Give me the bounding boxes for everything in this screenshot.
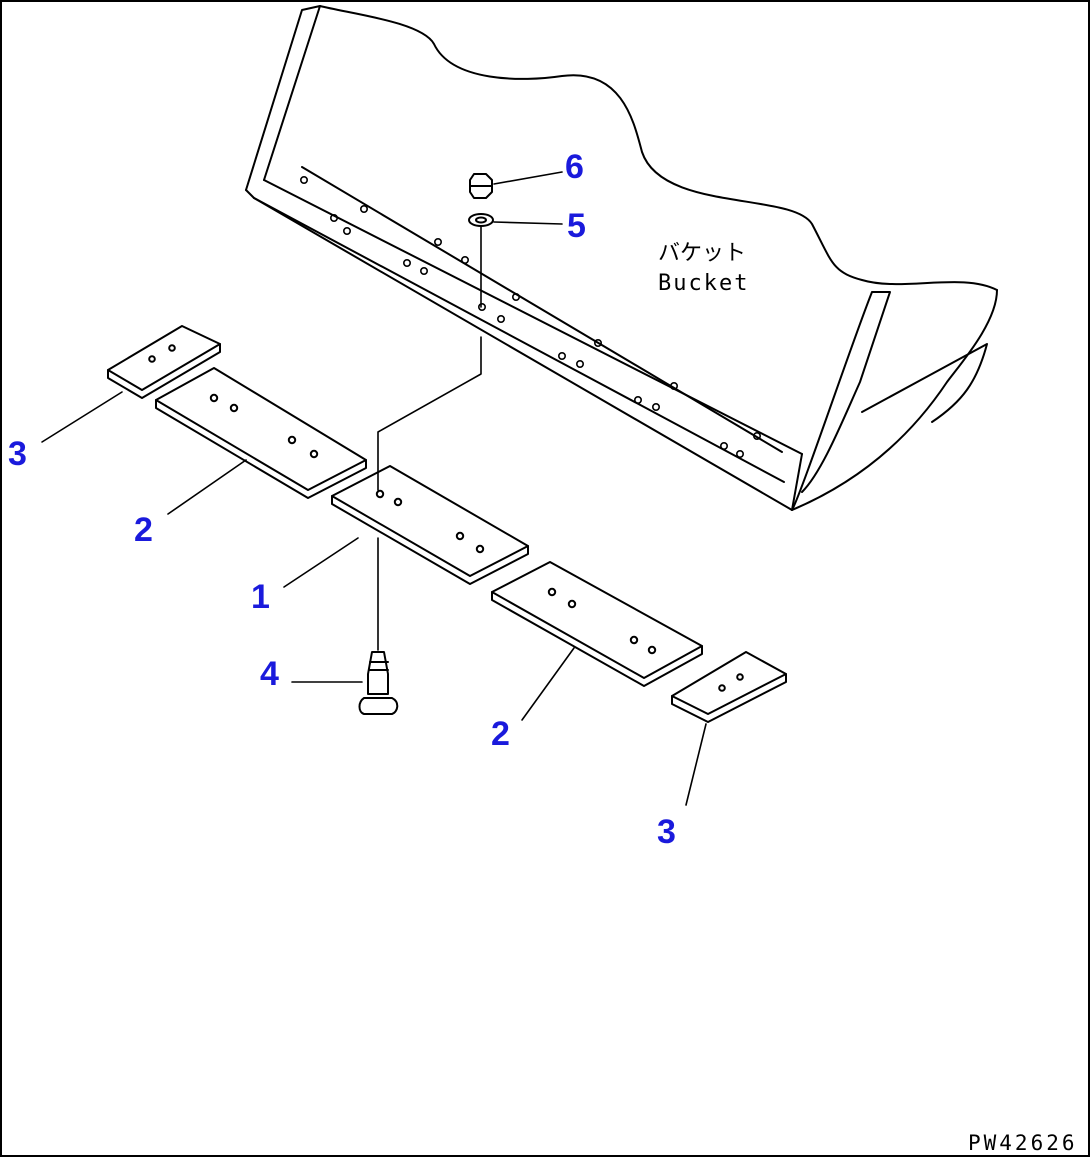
bucket-label-jp: バケット (658, 241, 746, 266)
bolt-part-4 (358, 651, 399, 715)
assembly-lines (377, 226, 482, 651)
washer-part-5 (468, 213, 494, 227)
callout-3-right: 3 (657, 813, 676, 851)
callout-2-left: 2 (134, 511, 153, 549)
callout-5: 5 (567, 207, 586, 245)
callout-3-left: 3 (8, 435, 27, 473)
callout-6: 6 (565, 148, 584, 186)
drawing-code: PW42626 (968, 1131, 1078, 1155)
end-bit-part-3-left (107, 325, 221, 399)
leader-lines (41, 171, 707, 806)
cutting-edge-part-1-center (331, 465, 529, 585)
callout-1: 1 (251, 578, 270, 616)
cutting-edge-part-2-right (491, 561, 703, 687)
bucket-label-en: Bucket (658, 271, 749, 296)
nut-part-6 (469, 173, 493, 199)
cutting-edge-part-2-left (155, 367, 367, 499)
callout-2-right: 2 (491, 715, 510, 753)
end-bit-part-3-right (671, 651, 787, 723)
bucket (245, 5, 998, 511)
callout-4: 4 (260, 655, 279, 693)
